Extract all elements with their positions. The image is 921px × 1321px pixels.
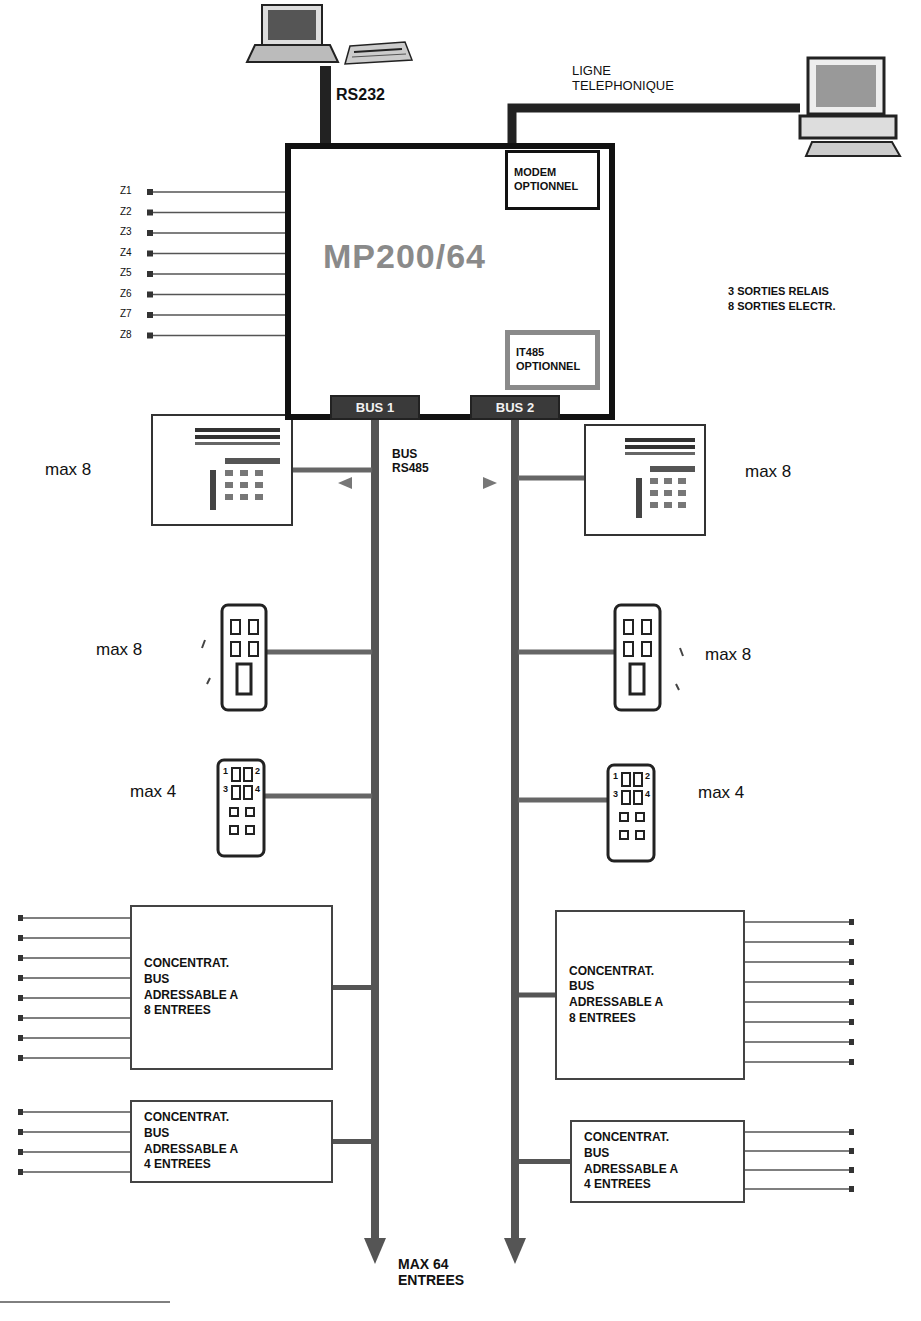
bus-port: BUS 1 (330, 395, 420, 420)
keypad-reader-device (608, 765, 654, 861)
zone-label: Z1 (120, 185, 132, 197)
bus-branch (333, 420, 375, 988)
keypad-device (585, 425, 705, 535)
zone-label: Z7 (120, 308, 132, 320)
quantity-label: max 8 (745, 462, 791, 482)
node-text: CONCENTRAT. BUS ADRESSABLE A 4 ENTREES (144, 1110, 244, 1172)
node-text: CONCENTRAT. BUS ADRESSABLE A 8 ENTREES (144, 956, 244, 1018)
keypad-device (152, 415, 292, 525)
concentrator-box: CONCENTRAT. BUS ADRESSABLE A 4 ENTREES (570, 1120, 745, 1203)
keypad-reader-device (218, 760, 264, 856)
node-text: BUS 2 (496, 400, 534, 415)
node-text: CONCENTRAT. BUS ADRESSABLE A 4 ENTREES (584, 1130, 684, 1192)
quantity-label: max 4 (130, 782, 176, 802)
rs232-cable (320, 66, 331, 144)
node-text: CONCENTRAT. BUS ADRESSABLE A 8 ENTREES (569, 964, 669, 1026)
interface-box: IT485 OPTIONNEL (505, 330, 600, 390)
key-number: 1 (613, 771, 618, 781)
line-label: LIGNE TELEPHONIQUE (572, 64, 692, 94)
modem-box: MODEM OPTIONNEL (505, 150, 600, 210)
zone-label: Z2 (120, 206, 132, 218)
zone-label: Z4 (120, 247, 132, 259)
bus-label: BUS RS485 (392, 448, 452, 476)
bus-branch (333, 420, 375, 1142)
zone-label: Z5 (120, 267, 132, 279)
footnote-rule (0, 1302, 170, 1303)
node-text: MP200/64 (323, 237, 486, 276)
laptop-icon (247, 5, 338, 62)
key-number: 4 (255, 784, 260, 794)
quantity-label: max 4 (698, 783, 744, 803)
output-note: 3 SORTIES RELAIS (728, 285, 829, 298)
node-text: MODEM OPTIONNEL (514, 166, 591, 194)
key-number: 3 (223, 784, 228, 794)
concentrator-box: CONCENTRAT. BUS ADRESSABLE A 8 ENTREES (555, 910, 745, 1080)
key-number: 2 (645, 771, 650, 781)
key-number: 2 (255, 766, 260, 776)
port-label: RS232 (336, 86, 385, 104)
key-number: 4 (645, 789, 650, 799)
bus-branch (515, 420, 555, 995)
node-text: IT485 OPTIONNEL (516, 346, 589, 374)
capacity-note: MAX 64 ENTREES (398, 1256, 478, 1288)
zone-label: Z3 (120, 226, 132, 238)
zone-label: Z6 (120, 288, 132, 300)
bus-port: BUS 2 (470, 395, 560, 420)
output-note: 8 SORTIES ELECTR. (728, 300, 836, 313)
key-number: 1 (223, 766, 228, 776)
concentrator-box: CONCENTRAT. BUS ADRESSABLE A 4 ENTREES (130, 1100, 333, 1183)
quantity-label: max 8 (45, 460, 91, 480)
quantity-label: max 8 (705, 645, 751, 665)
node-text: BUS 1 (356, 400, 394, 415)
rs485-bus (338, 420, 526, 1264)
bus-branches (264, 470, 615, 800)
reader-device (202, 605, 266, 710)
printer-icon (345, 42, 412, 64)
controller-box: MP200/64 MODEM OPTIONNEL IT485 OPTIONNEL BU… (285, 143, 615, 420)
reader-device (615, 605, 683, 710)
concentrator-box: CONCENTRAT. BUS ADRESSABLE A 8 ENTREES (130, 905, 333, 1070)
quantity-label: max 8 (96, 640, 142, 660)
zone-label: Z8 (120, 329, 132, 341)
key-number: 3 (613, 789, 618, 799)
input-lines (147, 189, 285, 339)
computer-icon (800, 58, 900, 156)
